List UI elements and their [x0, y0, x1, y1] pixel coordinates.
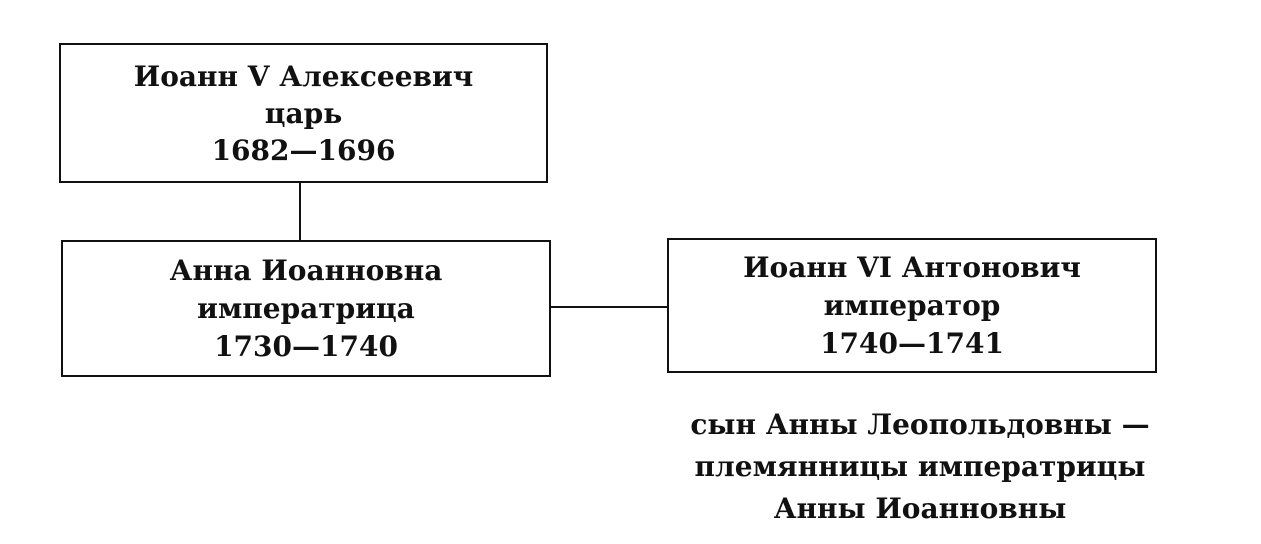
node-anna-years: 1730—1740 — [214, 329, 398, 363]
node-ivan-v-name: Иоанн V Алексеевич — [133, 59, 474, 93]
node-anna-title: императрица — [197, 291, 415, 325]
node-ivan-vi-title: император — [823, 288, 1001, 322]
node-ivan-v-title: царь — [264, 96, 343, 130]
node-ivan-vi-name: Иоанн VI Антонович — [743, 250, 1081, 284]
node-anna-name: Анна Иоанновна — [169, 253, 443, 287]
node-ivan-v-years: 1682—1696 — [211, 133, 396, 167]
node-ivan-vi-years: 1740—1741 — [820, 326, 1004, 360]
node-ivan-v: Иоанн V Алексеевич царь 1682—1696 — [59, 43, 548, 183]
note-line-1: сын Анны Леопольдовны — — [690, 408, 1150, 441]
node-ivan-vi: Иоанн VI Антонович император 1740—1741 — [667, 238, 1157, 373]
connector-anna-to-ivan-vi — [551, 306, 667, 308]
connector-ivan-v-to-anna — [299, 183, 301, 240]
ivan-vi-note: сын Анны Леопольдовны — племянницы импер… — [660, 404, 1180, 530]
note-line-3: Анны Иоанновны — [773, 492, 1067, 525]
note-line-2: племянницы императрицы — [694, 450, 1146, 483]
node-anna-ioannovna: Анна Иоанновна императрица 1730—1740 — [61, 240, 551, 377]
